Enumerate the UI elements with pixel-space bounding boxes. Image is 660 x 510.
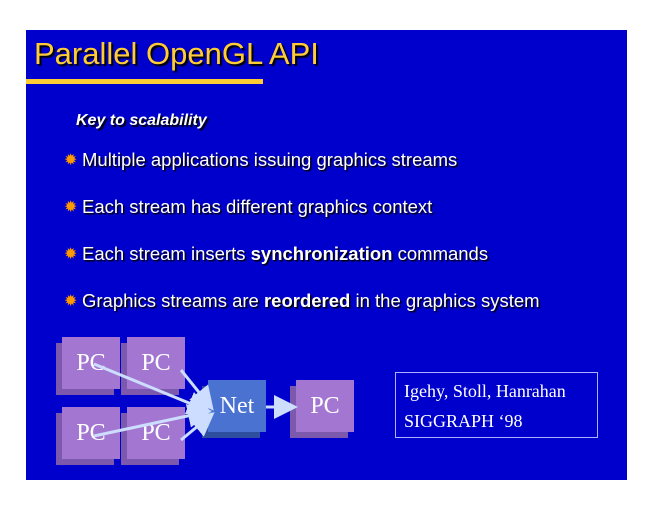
star-bullet-icon: ✹ [64, 152, 78, 169]
diagram-arrows [93, 362, 298, 442]
star-bullet-icon: ✹ [64, 199, 78, 216]
citation-venue: SIGGRAPH ‘98 [404, 411, 523, 431]
arrow [180, 412, 215, 442]
pc-node: PC [127, 337, 185, 389]
citation-box: Igehy, Stoll, Hanrahan SIGGRAPH ‘98 [395, 372, 598, 438]
arrow [93, 362, 212, 415]
citation-authors: Igehy, Stoll, Hanrahan [404, 381, 566, 401]
star-bullet-icon: ✹ [64, 293, 78, 310]
slide-title: Parallel OpenGL API [34, 36, 319, 71]
arrow [93, 404, 212, 438]
net-node: Net [208, 380, 266, 432]
arrow [179, 369, 214, 411]
title-underline [26, 79, 263, 84]
slide: Parallel OpenGL API Key to scalability ✹… [26, 30, 627, 480]
pc-node: PC [296, 380, 354, 432]
pc-node: PC [127, 407, 185, 459]
subtitle: Key to scalability [76, 112, 207, 129]
star-bullet-icon: ✹ [64, 246, 78, 263]
pc-node: PC [62, 337, 120, 389]
